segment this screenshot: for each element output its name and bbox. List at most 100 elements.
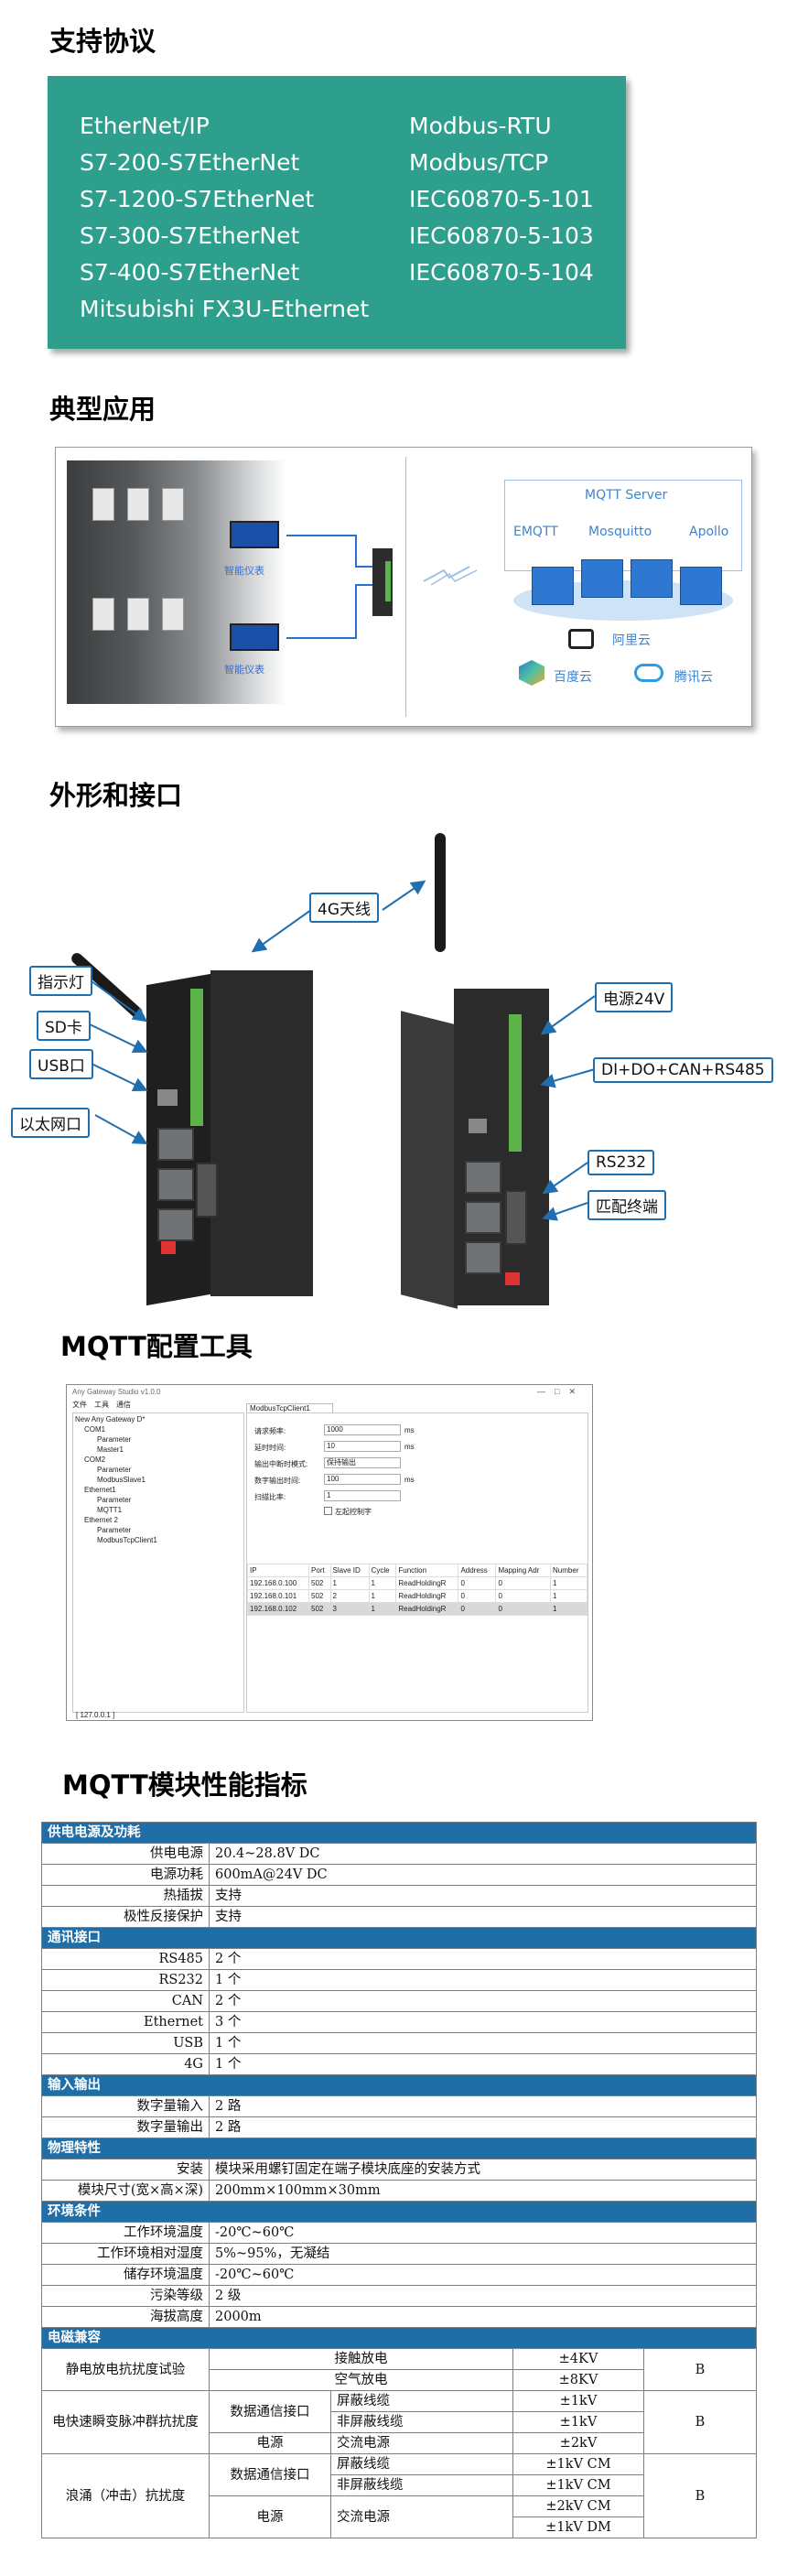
- column-header: Slave ID: [329, 1564, 370, 1577]
- tree-node[interactable]: MQTT1: [97, 1506, 123, 1514]
- ethernet-port: [465, 1161, 501, 1194]
- protocols-title: 支持协议: [49, 26, 156, 57]
- broker-mosquitto: Mosquitto: [588, 525, 652, 539]
- cell[interactable]: 1: [368, 1576, 397, 1590]
- spec-row: 电源 交流电源 ±2kV: [42, 2432, 757, 2454]
- tree-node[interactable]: New Any Gateway D*: [75, 1415, 146, 1423]
- tree-node[interactable]: Parameter: [97, 1435, 132, 1444]
- broker-apollo: Apollo: [689, 525, 729, 539]
- spec-key: 4G: [41, 2053, 210, 2075]
- cell[interactable]: 502: [308, 1589, 331, 1603]
- scan-ratio-input[interactable]: 1: [324, 1490, 401, 1501]
- emc-value: ±8KV: [512, 2369, 644, 2391]
- table-header: IP Port Slave ID Cycle Function Address …: [246, 1564, 588, 1577]
- spec-key: RS232: [41, 1969, 210, 1991]
- spec-key: 安装: [41, 2159, 210, 2181]
- callout-ethernet: 以太网口: [11, 1108, 90, 1138]
- cell[interactable]: 1: [368, 1589, 397, 1603]
- emc-grade: B: [643, 2390, 757, 2454]
- section-label: 物理特性: [41, 2138, 757, 2159]
- spec-row: 储存环境温度-20℃~60℃: [41, 2264, 757, 2286]
- tree-node[interactable]: COM1: [84, 1425, 106, 1434]
- request-rate-input[interactable]: 1000: [324, 1424, 401, 1435]
- project-tree[interactable]: New Any Gateway D* COM1 Parameter Master…: [72, 1412, 244, 1713]
- device-front-left: [210, 970, 313, 1296]
- cell[interactable]: 0: [495, 1602, 552, 1616]
- cell[interactable]: 1: [550, 1576, 588, 1590]
- callout-rs232: RS232: [588, 1150, 655, 1175]
- tree-node[interactable]: COM2: [84, 1456, 106, 1464]
- column-header: Cycle: [368, 1564, 397, 1577]
- spec-key: 数字量输出: [41, 2116, 210, 2138]
- dip-switch: [161, 1241, 176, 1254]
- menu-comm[interactable]: 通信: [116, 1401, 131, 1409]
- spec-value: 模块采用螺钉固定在端子模块底座的安装方式: [209, 2159, 757, 2181]
- spec-value: 3 个: [209, 2011, 757, 2033]
- spec-key: 污染等级: [41, 2285, 210, 2307]
- cell[interactable]: 192.168.0.101: [246, 1589, 310, 1603]
- server-icon: [680, 567, 722, 605]
- server-icon: [631, 559, 673, 598]
- antenna: [435, 833, 446, 952]
- tab-modbus-tcp-client[interactable]: ModbusTcpClient1: [246, 1403, 333, 1413]
- cell[interactable]: 0: [458, 1602, 497, 1616]
- cell[interactable]: 1: [329, 1576, 370, 1590]
- spec-value: 1 个: [209, 2032, 757, 2054]
- cell[interactable]: 0: [495, 1576, 552, 1590]
- cell[interactable]: 1: [550, 1602, 588, 1616]
- cell[interactable]: ReadHoldingR: [395, 1589, 459, 1603]
- delay-input[interactable]: 10: [324, 1441, 401, 1452]
- cell[interactable]: 502: [308, 1576, 331, 1590]
- terminal-block: [509, 1014, 522, 1152]
- cell[interactable]: 1: [550, 1589, 588, 1603]
- cell[interactable]: 0: [458, 1576, 497, 1590]
- protocol-item: S7-400-S7EtherNet: [80, 259, 300, 286]
- emc-grade: B: [643, 2348, 757, 2391]
- cell[interactable]: 3: [329, 1602, 370, 1616]
- spec-row: 模块尺寸(宽×高×深)200mm×100mm×30mm: [41, 2180, 757, 2202]
- ethernet-port: [157, 1128, 194, 1161]
- cell[interactable]: 0: [495, 1589, 552, 1603]
- field-label: 输出中断时模式:: [254, 1460, 308, 1468]
- spec-row: 电源 交流电源 ±2kV CM: [42, 2495, 757, 2538]
- emc-test-name: 浪涌（冲击）抗扰度: [41, 2453, 210, 2538]
- cell[interactable]: ReadHoldingR: [395, 1602, 459, 1616]
- spec-value: 支持: [209, 1885, 757, 1907]
- cell[interactable]: ReadHoldingR: [395, 1576, 459, 1590]
- protocol-item: Modbus/TCP: [409, 149, 549, 176]
- tree-node[interactable]: Ethernet 2: [84, 1516, 118, 1524]
- output-time-input[interactable]: 100: [324, 1474, 401, 1485]
- ethernet-port: [157, 1168, 194, 1201]
- cell[interactable]: 502: [308, 1602, 331, 1616]
- tree-node[interactable]: Parameter: [97, 1466, 132, 1474]
- tree-node[interactable]: ModbusTcpClient1: [97, 1536, 157, 1544]
- menu-tools[interactable]: 工具: [94, 1401, 109, 1409]
- tree-node[interactable]: Parameter: [97, 1526, 132, 1534]
- spec-key: 工作环境温度: [41, 2222, 210, 2244]
- window-controls[interactable]: —□✕: [537, 1387, 585, 1396]
- menu-file[interactable]: 文件: [72, 1401, 87, 1409]
- tree-node[interactable]: Ethernet1: [84, 1486, 116, 1494]
- client-table: IP Port Slave ID Cycle Function Address …: [246, 1564, 588, 1616]
- cell[interactable]: 192.168.0.100: [246, 1576, 310, 1590]
- cell[interactable]: 1: [368, 1602, 397, 1616]
- protocol-item: IEC60870-5-101: [409, 186, 594, 212]
- tree-node[interactable]: ModbusSlave1: [97, 1476, 146, 1484]
- control-word-checkbox[interactable]: [324, 1507, 332, 1515]
- breaker: [92, 598, 114, 631]
- spec-value: 600mA@24V DC: [209, 1864, 757, 1886]
- callout-sd: SD卡: [37, 1011, 91, 1041]
- tree-node[interactable]: Parameter: [97, 1496, 132, 1504]
- emc-value: ±1kV CM: [512, 2453, 644, 2475]
- cell[interactable]: 0: [458, 1589, 497, 1603]
- tree-node[interactable]: Master1: [97, 1445, 124, 1454]
- protocol-item: IEC60870-5-103: [409, 222, 594, 249]
- cell[interactable]: 2: [329, 1589, 370, 1603]
- spec-section-header: 物理特性: [41, 2138, 757, 2159]
- output-mode-select[interactable]: 保持输出: [324, 1457, 401, 1468]
- cell[interactable]: 192.168.0.102: [246, 1602, 310, 1616]
